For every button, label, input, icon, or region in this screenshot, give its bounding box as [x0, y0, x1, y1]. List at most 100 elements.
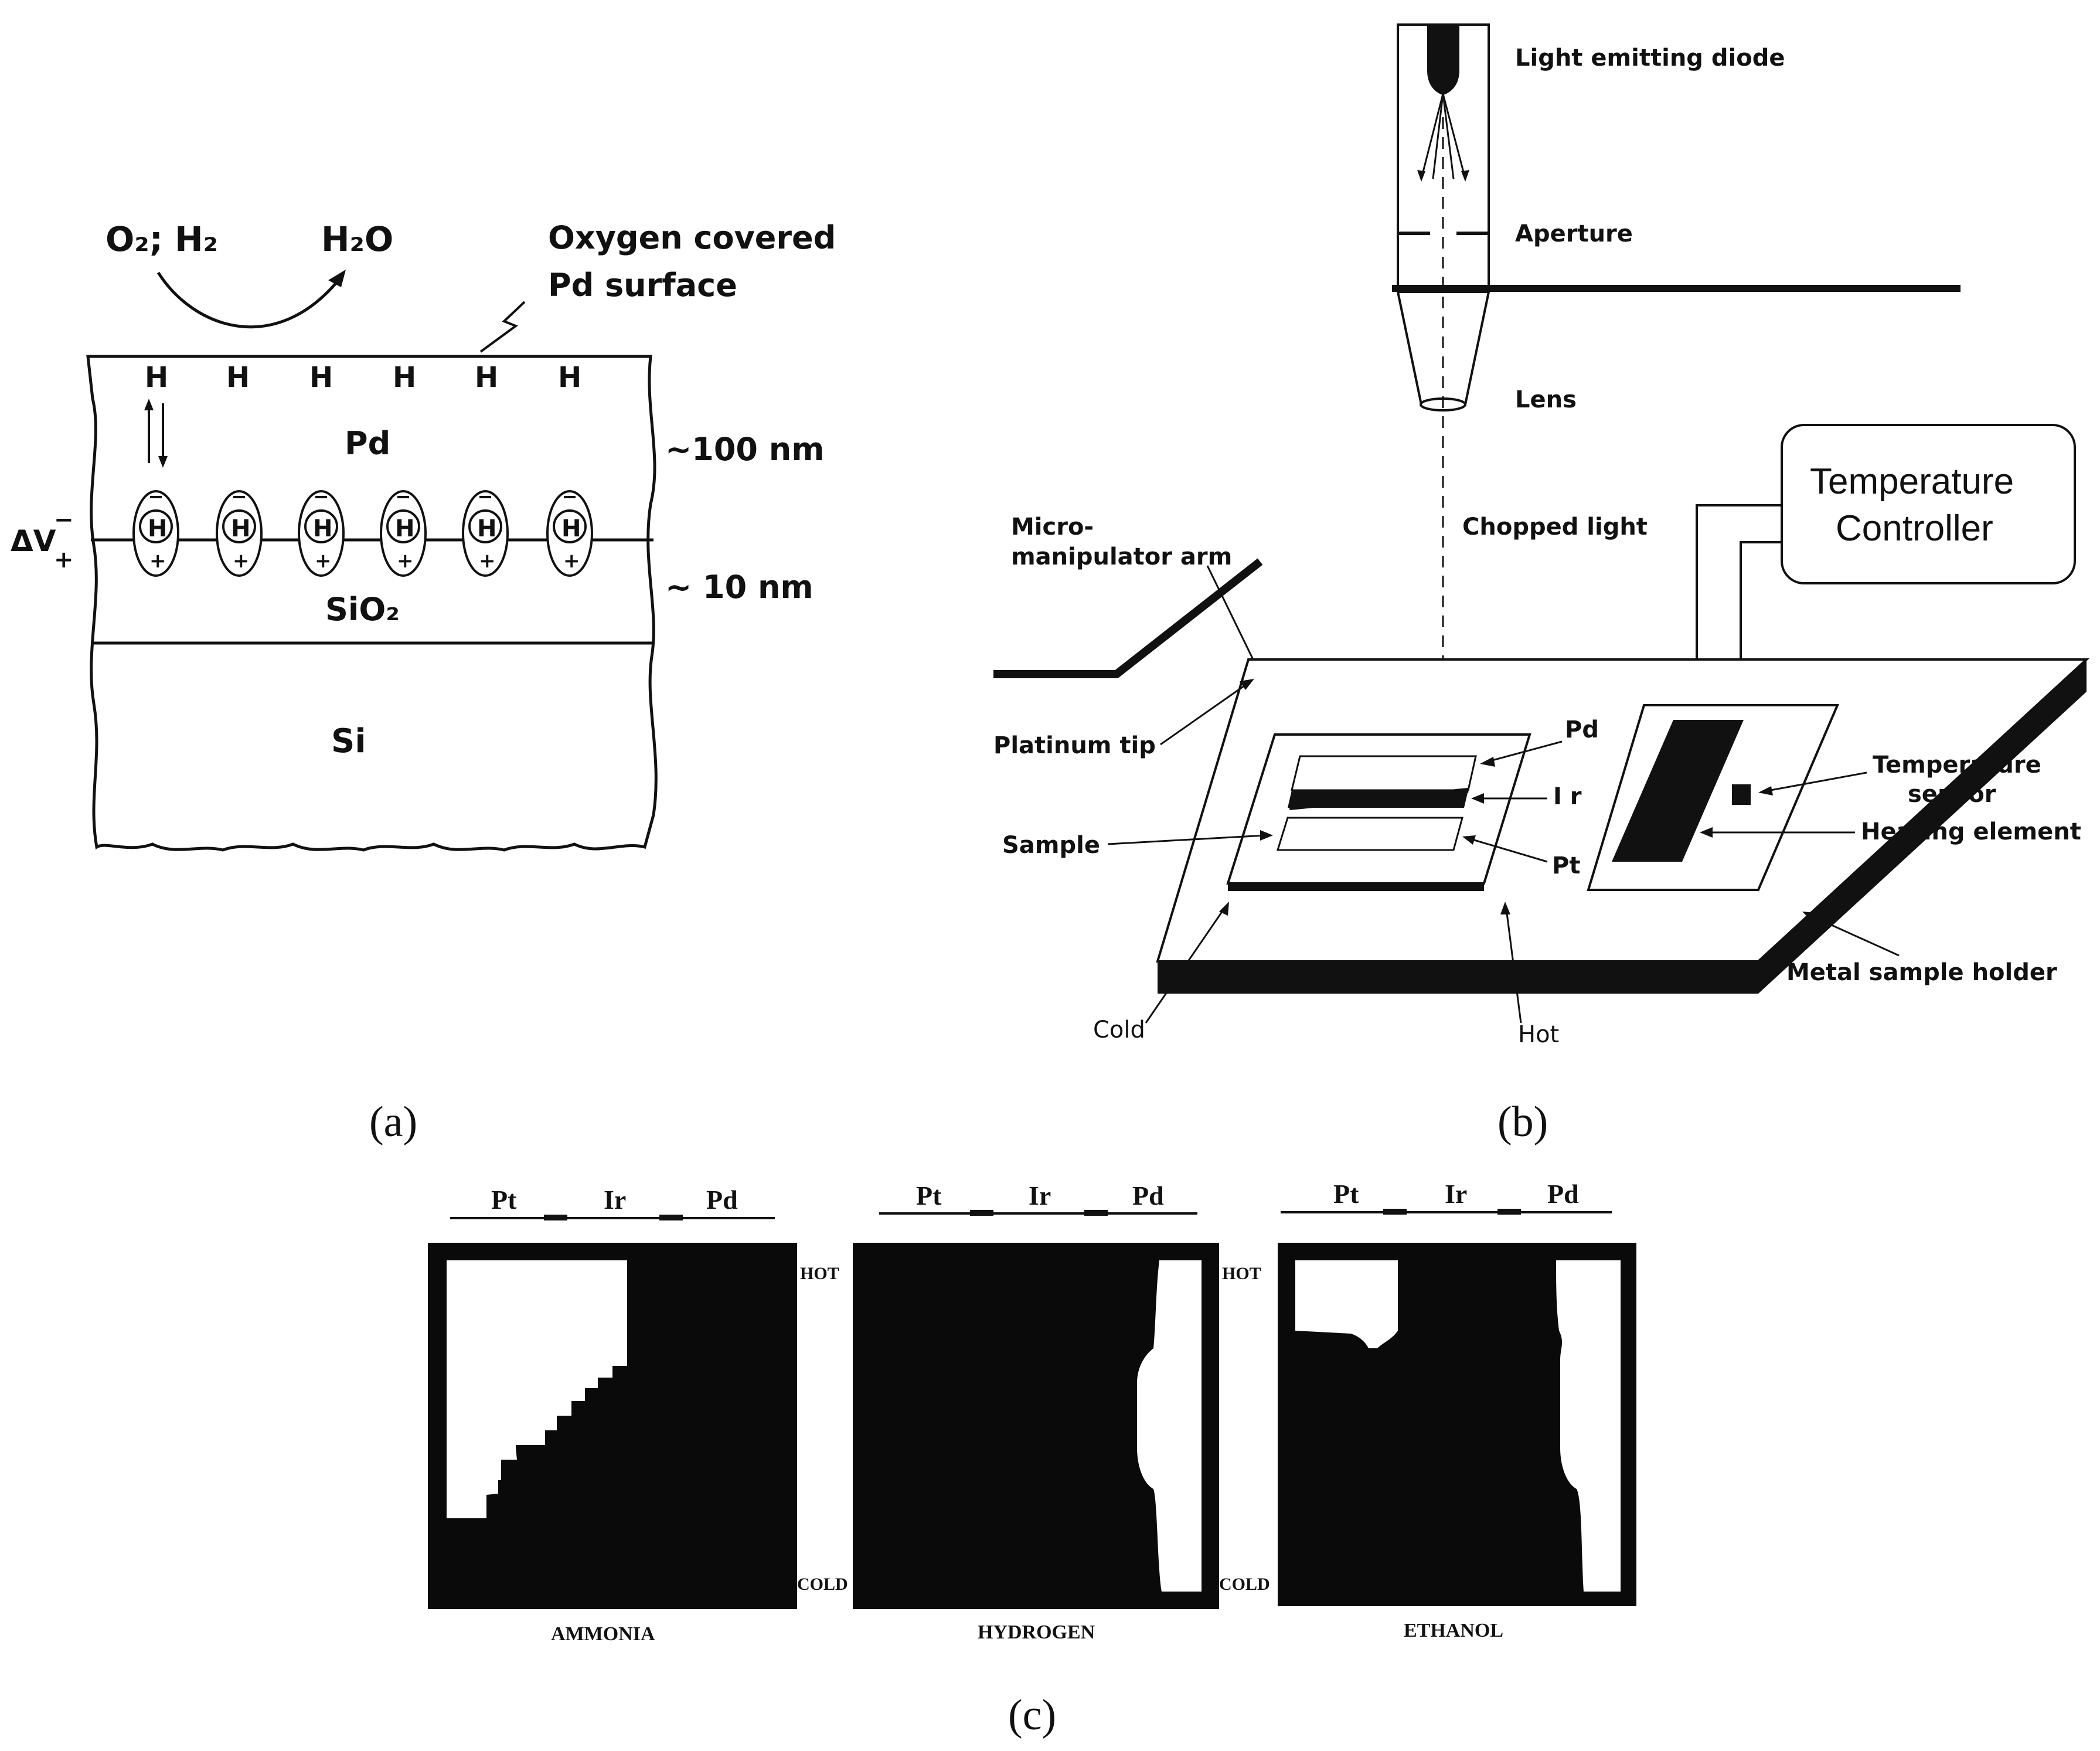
pointer-head: [1471, 793, 1484, 804]
dipole: H +: [216, 490, 263, 577]
temperature-controller: [1781, 424, 2076, 584]
reaction-arrowhead: [328, 270, 346, 287]
caption-c: (c): [1008, 1691, 1056, 1739]
voltage-label: ΔV: [11, 524, 56, 558]
thermal-image-hydrogen: HYDROGEN: [853, 1243, 1219, 1643]
pt-label: Pt: [1552, 852, 1580, 879]
chopped-light-label: Chopped light: [1462, 514, 1648, 540]
temperature-sensor-label-2: sensor: [1908, 781, 1996, 808]
pointer-head: [1260, 830, 1273, 841]
arm-label-line2: manipulator arm: [1011, 543, 1232, 570]
surface-pointer: [479, 301, 526, 353]
controller-label-line1: Temperature: [1810, 461, 2014, 502]
cold-label: Cold: [1093, 1016, 1145, 1043]
surface-label-line2: Pd surface: [548, 267, 737, 304]
pointer-head: [1462, 835, 1476, 845]
dipole-plus: +: [315, 549, 332, 573]
sample-pointer: [1107, 834, 1267, 845]
surface-atom: H: [393, 361, 416, 394]
platinum-tip-pointer: [1160, 682, 1249, 746]
pointer-head: [1240, 679, 1254, 690]
reaction-arrow: [156, 271, 341, 329]
controller-wire: [1696, 504, 1782, 724]
metal-holder-pointer: [1808, 913, 1900, 957]
dipole-plus: +: [563, 549, 580, 573]
dipole-plus: +: [397, 549, 414, 573]
image-header: Pt Ir Pd: [879, 1181, 1197, 1216]
thickness-sio2: ~ 10 nm: [665, 569, 814, 606]
image-name: HYDROGEN: [978, 1621, 1095, 1643]
panel-b: Light emitting diode Aperture Lens Chopp…: [993, 23, 2090, 1146]
dipole: H +: [380, 490, 427, 577]
hot-axis-label: HOT: [800, 1264, 839, 1283]
thickness-pd: ~100 nm: [665, 431, 824, 468]
cold-axis-label: COLD: [1219, 1575, 1270, 1594]
ir-label: I r: [1553, 783, 1582, 810]
led-ray-head: [1417, 170, 1425, 182]
sample-diagonal: [1289, 788, 1469, 810]
heating-element: [1612, 720, 1744, 862]
surface-atom: H: [475, 361, 498, 394]
layer-sio2-label: SiO₂: [325, 591, 400, 628]
pd-label: Pd: [1565, 716, 1599, 743]
layer-si-label: Si: [331, 722, 366, 760]
pointer-head: [1219, 902, 1229, 916]
interface-dipoles: H + H + H + H +: [132, 490, 593, 577]
column-pt: Pt: [491, 1185, 517, 1215]
voltage-minus: −: [54, 506, 74, 533]
temperature-sensor: [1732, 784, 1751, 805]
surface-atoms: H H H H H H: [145, 361, 581, 394]
dipole: H +: [462, 490, 509, 577]
diffusion-arrowhead-up: [144, 399, 154, 410]
sample-pd-strip: [1291, 755, 1477, 791]
surface-atom: H: [309, 361, 333, 394]
pd-pointer: [1485, 740, 1563, 763]
image-header: Pt Ir Pd: [1281, 1179, 1612, 1215]
heating-element-label: Heating element: [1861, 818, 2081, 845]
dipole-plus: +: [149, 549, 166, 573]
thermal-image-ammonia: AMMONIA: [428, 1243, 797, 1645]
hot-axis-label: HOT: [1222, 1264, 1261, 1283]
surface-label-line1: Oxygen covered: [548, 219, 836, 256]
column-ir: Ir: [1029, 1181, 1051, 1211]
dipole: H +: [546, 490, 593, 577]
hot-region: [447, 1260, 627, 1518]
caption-b: (b): [1497, 1098, 1548, 1146]
sample-label: Sample: [1002, 832, 1100, 859]
dipole-plus: +: [479, 549, 496, 573]
dipole-plus: +: [233, 549, 250, 573]
aperture-label: Aperture: [1515, 220, 1633, 247]
hot-region: [1556, 1260, 1621, 1592]
surface-atom: H: [558, 361, 581, 394]
dipole-atom: H: [561, 515, 581, 542]
column-pd: Pd: [706, 1185, 738, 1215]
column-pd: Pd: [1132, 1181, 1164, 1211]
hot-label: Hot: [1518, 1021, 1559, 1048]
led-rays: [1420, 93, 1466, 179]
lens-label: Lens: [1515, 386, 1577, 413]
sample-holder-front: [1158, 961, 1758, 994]
arm-label-line1: Micro-: [1011, 514, 1094, 540]
dipole-atom: H: [313, 515, 332, 542]
platinum-tip-label: Platinum tip: [993, 732, 1156, 759]
cold-axis-label: COLD: [797, 1575, 848, 1594]
voltage-plus: +: [54, 546, 74, 573]
dipole-atom: H: [231, 515, 250, 542]
panel-a: O₂; H₂ H₂O Oxygen covered Pd surface H H…: [11, 219, 836, 1146]
pointer-head: [1480, 757, 1495, 767]
controller-label-line2: Controller: [1836, 508, 1993, 549]
surface-atom: H: [145, 361, 168, 394]
hot-pointer: [1505, 908, 1522, 1024]
sample-pt-strip: [1276, 817, 1463, 851]
column-pt: Pt: [1333, 1179, 1359, 1209]
reaction-product: H₂O: [321, 219, 393, 259]
hot-region: [1295, 1260, 1398, 1348]
pointer-head: [1802, 912, 1816, 922]
column-ir: Ir: [604, 1185, 626, 1215]
column-ir: Ir: [1445, 1179, 1467, 1209]
surface-atom: H: [226, 361, 250, 394]
image-name: AMMONIA: [551, 1623, 655, 1645]
manipulator-arm: [993, 558, 1263, 678]
dipole-atom: H: [395, 515, 414, 542]
